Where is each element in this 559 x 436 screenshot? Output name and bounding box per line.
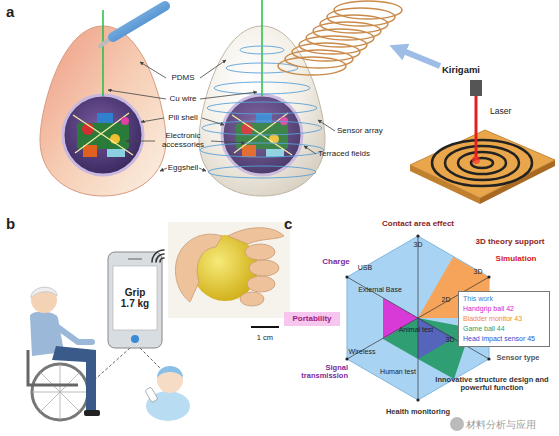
egg-left — [40, 6, 166, 196]
axis-label: Sensor type — [497, 354, 540, 362]
axis-label: Innovative structure design and powerful… — [432, 376, 552, 393]
legend-entry: This work — [463, 294, 545, 304]
leader-lines — [108, 60, 335, 171]
infant — [145, 366, 190, 421]
tick-label: USB — [358, 264, 372, 272]
legend-entry: Game ball 44 — [463, 324, 545, 334]
axis-label: Charge — [322, 258, 350, 267]
legend-text: Head impact sensor 45 — [463, 335, 535, 342]
highlight-box: Portability — [284, 312, 340, 326]
watermark: 材料分析与应用 — [466, 419, 536, 430]
part-name: Pill shell — [168, 114, 197, 123]
tick-label: 3D — [414, 241, 423, 249]
tick-label: 3D — [446, 336, 455, 344]
phone-screen: Grip1.7 kg — [113, 266, 157, 330]
legend-color: Bladder monitor 43 — [463, 315, 522, 322]
axis-label: Signal transmission — [290, 364, 348, 381]
coil-sensor — [278, 1, 402, 75]
node-text: 1.7 kg — [121, 298, 149, 310]
legend-text: Handgrip ball 42 — [463, 305, 514, 312]
part-name: Eggshell — [168, 164, 199, 173]
part-name: Laser — [490, 107, 511, 116]
panel-letter: b — [6, 216, 15, 233]
process-arrow — [396, 48, 440, 66]
axis-label: 3D theory support — [476, 238, 545, 247]
legend-text: This work — [463, 295, 493, 302]
process-name: Kirigami — [442, 65, 480, 75]
part-name: Cu wire — [169, 95, 196, 104]
part-name: Sensor array — [337, 127, 383, 136]
tick-label: External Base — [358, 286, 402, 294]
tick-label: Human test — [380, 368, 416, 376]
legend-text: Bladder monitor 43 — [463, 315, 522, 322]
hand-photo — [168, 222, 290, 327]
laser-plate — [410, 80, 555, 204]
legend-color: Game ball 44 — [463, 325, 505, 332]
elderly-person — [28, 287, 100, 420]
legend-entry: Head impact sensor 45 — [463, 334, 545, 344]
scale-label: 1 cm — [257, 334, 273, 342]
legend-color: Head impact sensor 45 — [463, 335, 535, 342]
panel-letter: a — [6, 4, 14, 21]
legend-box: This workHandgrip ball 42 Bladder monitor… — [458, 291, 550, 347]
egg-right — [199, 0, 325, 196]
part-name: PDMS — [171, 74, 194, 83]
watermark-icon — [450, 417, 464, 431]
panel-letter: c — [284, 216, 292, 233]
axis-label: Simulation — [496, 255, 537, 264]
tick-label: 3D — [474, 268, 483, 276]
tick-label: 2D — [442, 296, 451, 304]
legend-text: Game ball 44 — [463, 325, 505, 332]
axis-label: Contact area effect — [382, 220, 454, 229]
node-text: Grip — [125, 287, 146, 299]
node-text: Portability — [292, 314, 331, 323]
phone — [108, 250, 164, 348]
axis-label: Health monitoring — [386, 408, 450, 416]
legend-entry: Handgrip ball 42 — [463, 304, 545, 314]
part-name: Terraced fields — [318, 150, 370, 159]
part-name: Electronic accessories — [155, 132, 211, 150]
legend-color: This work — [463, 295, 493, 302]
tick-label: Animal test — [399, 326, 434, 334]
legend-entry: Bladder monitor 43 — [463, 314, 545, 324]
tick-label: Wireless — [349, 348, 376, 356]
link-lines — [92, 348, 164, 382]
legend-color: Handgrip ball 42 — [463, 305, 514, 312]
